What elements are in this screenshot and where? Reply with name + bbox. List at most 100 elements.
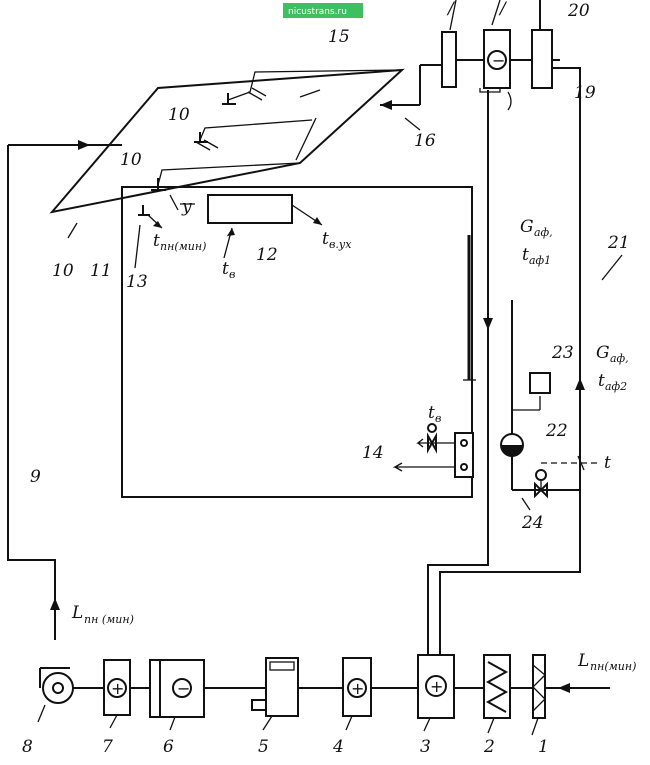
sensor-12-box xyxy=(207,194,293,224)
label-15: 15 xyxy=(328,27,350,47)
humidifier-5 xyxy=(265,657,299,717)
leader-13 xyxy=(134,224,141,269)
leader-16 xyxy=(404,117,421,131)
label-24: 24 xyxy=(521,513,544,533)
gaf1-arrow xyxy=(483,318,493,330)
fan-8 xyxy=(42,672,74,704)
af-loop-supply xyxy=(439,67,581,655)
valve-24-actuator xyxy=(535,469,547,481)
t-v-sub: в xyxy=(229,268,235,281)
diffuser-b-arrows xyxy=(195,139,219,151)
leader-18 xyxy=(491,0,501,26)
label-23: 23 xyxy=(551,343,574,363)
cooler-6-drip xyxy=(149,659,161,718)
watermark-badge xyxy=(283,3,363,18)
label-22: 22 xyxy=(545,421,568,441)
reheater-7-circle xyxy=(107,678,127,698)
label-10-bottom: 10 xyxy=(52,261,74,281)
watermark-text: nicustrans.ru xyxy=(288,7,347,17)
temp-signal-tick xyxy=(577,455,585,471)
heater-4-sign: + xyxy=(351,679,364,698)
leader-6 xyxy=(169,716,176,731)
label-6: 6 xyxy=(163,737,174,757)
valve-24 xyxy=(534,481,548,499)
ceiling-hatch-1 xyxy=(299,89,321,98)
filter-2-zigzag xyxy=(485,661,509,713)
gaf2-arrow xyxy=(575,378,585,390)
diffuser-c-arrows xyxy=(169,194,195,211)
heater-3 xyxy=(417,654,455,719)
label-17-partial: / xyxy=(446,0,456,19)
room-heater-in-arrow xyxy=(416,438,430,448)
ceiling-duct-3 xyxy=(157,162,301,186)
label-14: 14 xyxy=(362,443,384,463)
t-vux-sub: в.ух xyxy=(329,238,352,251)
leader-8 xyxy=(37,704,46,723)
room-heater-port-2 xyxy=(460,463,468,471)
exhaust-filter-17 xyxy=(441,31,457,88)
l-out-sub: пн (мин) xyxy=(84,613,134,626)
t-pn-main: t xyxy=(153,231,160,251)
label-13: 13 xyxy=(126,272,148,292)
supply-duct-9 xyxy=(7,145,56,598)
t-af2-main: t xyxy=(598,371,605,391)
ceiling-duct-1 xyxy=(227,69,403,101)
t-vux-main: t xyxy=(322,229,329,249)
y-symbol: y xyxy=(181,197,192,217)
g-af2-main: G xyxy=(596,343,610,363)
t-v-valve-sub: в xyxy=(435,412,441,425)
reheater-7-sign: + xyxy=(111,679,124,698)
label-12: 12 xyxy=(256,245,278,265)
heater-4-circle xyxy=(347,678,367,698)
diffuser-13-arrow-head xyxy=(153,221,162,228)
cooler-6-sign: − xyxy=(177,679,190,698)
leader-24 xyxy=(521,497,531,511)
label-9: 9 xyxy=(30,467,41,487)
l-out-main: L xyxy=(71,603,83,623)
room-outline xyxy=(121,186,473,498)
label-4: 4 xyxy=(332,737,344,757)
condensate-drain xyxy=(507,91,512,111)
ceiling-duct-2 xyxy=(199,119,313,141)
ceiling-hatch-2 xyxy=(295,117,317,161)
cooler-6 xyxy=(159,659,205,718)
room-heater-14 xyxy=(454,432,474,478)
leader-17 xyxy=(449,0,457,31)
label-5: 5 xyxy=(258,737,269,757)
humidifier-5-pump xyxy=(251,699,267,711)
leader-2 xyxy=(487,717,495,734)
label-7: 7 xyxy=(102,737,113,757)
t-signal-symbol: t xyxy=(604,453,611,473)
room-heater-pipe-out xyxy=(392,462,455,472)
label-10-mid: 10 xyxy=(120,150,142,170)
recovery-coil-18-sign: − xyxy=(492,51,505,70)
leader-7 xyxy=(109,714,118,729)
t-af2-sub: аф2 xyxy=(605,380,627,393)
tv-pointer-head xyxy=(227,228,235,236)
l-in-main: L xyxy=(577,651,589,671)
supply-flow-arrow xyxy=(78,140,90,150)
t-v-valve-main: t xyxy=(428,403,435,423)
g-af2-sub: аф, xyxy=(610,352,629,365)
g-af1-main: G xyxy=(520,217,534,237)
label-2: 2 xyxy=(483,737,495,757)
coil-18-tray xyxy=(479,88,501,93)
label-1: 1 xyxy=(538,737,549,757)
label-16: 16 xyxy=(414,131,436,151)
leader-4 xyxy=(345,715,353,731)
heater-3-circle xyxy=(425,675,447,697)
tvux-arrow-head xyxy=(313,217,322,225)
t-pn-sub: пн(мин) xyxy=(160,240,206,253)
t-af1-main: t xyxy=(522,245,529,265)
pump-22-fill xyxy=(501,445,523,456)
recovery-coil-18-circle xyxy=(487,50,507,70)
af-loop-return xyxy=(427,90,489,655)
intake-valve-1-marks xyxy=(532,664,546,712)
room-heater-valve xyxy=(427,432,437,454)
room-heater-valve-actuator xyxy=(427,423,437,433)
label-21: 21 xyxy=(607,233,630,253)
leader-1 xyxy=(531,717,539,736)
intake-arrow xyxy=(558,683,570,693)
